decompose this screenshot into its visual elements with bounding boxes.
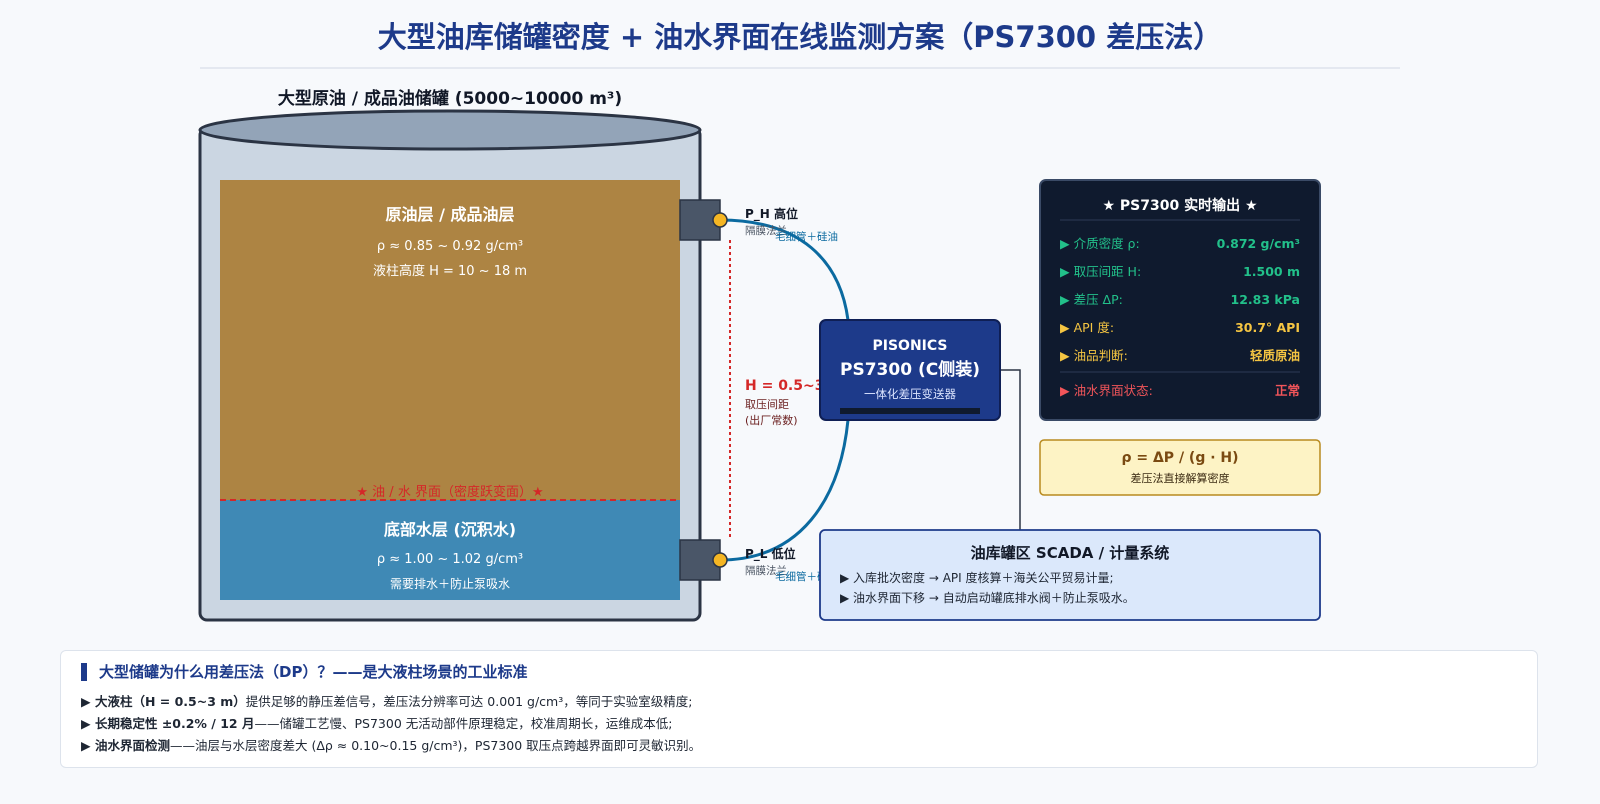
high-capillary-label: 毛细管＋硅油 xyxy=(775,230,838,243)
tank-roof xyxy=(198,109,702,151)
oil-layer-density: ρ ≈ 0.85 ~ 0.92 g/cm³ xyxy=(377,239,523,254)
why-dp-title: 大型储罐为什么用差压法（DP）？——是大液柱场景的工业标准 xyxy=(81,663,1517,681)
why-dp-point-1-bold: ▶ 大液柱（H = 0.5~3 m） xyxy=(81,694,246,709)
scada-box xyxy=(819,529,1321,621)
high-tap-flange-label: 隔膜法兰 xyxy=(745,224,787,237)
output-value-oil-type: 轻质原油 xyxy=(1250,348,1300,363)
output-value-density: 0.872 g/cm³ xyxy=(1217,236,1300,251)
transmitter-brand: PISONICS xyxy=(873,338,948,354)
output-value-spacing: 1.500 m xyxy=(1243,264,1300,279)
why-dp-point-3-bold: ▶ 油水界面检测 xyxy=(81,738,170,753)
output-value-dp: 12.83 kPa xyxy=(1231,292,1300,307)
output-panel-title: ★ PS7300 实时输出 ★ xyxy=(1102,197,1257,214)
formula-box xyxy=(1039,439,1321,496)
output-label-api: ▶ API 度: xyxy=(1060,320,1114,335)
transmitter-model: PS7300 (C侧装) xyxy=(840,359,980,380)
water-layer-density: ρ ≈ 1.00 ~ 1.02 g/cm³ xyxy=(377,552,523,567)
oil-layer-name: 原油层 / 成品油层 xyxy=(386,205,515,224)
transmitter-desc: 一体化差压变送器 xyxy=(864,387,956,401)
formula-equation: ρ = ΔP / (g · H) xyxy=(1121,450,1238,466)
why-dp-point-2: ▶ 长期稳定性 ±0.2% / 12 月——储罐工艺慢、PS7300 无活动部件… xyxy=(81,713,1517,735)
why-dp-point-2-bold: ▶ 长期稳定性 ±0.2% / 12 月 xyxy=(81,716,255,731)
output-label-density: ▶ 介质密度 ρ: xyxy=(1060,236,1140,251)
tap-spacing-desc2: (出厂常数) xyxy=(745,413,798,427)
why-dp-point-3-text: ——油层与水层密度差大 (Δρ ≈ 0.10~0.15 g/cm³)，PS730… xyxy=(169,738,702,753)
output-label-spacing: ▶ 取压间距 H: xyxy=(1060,264,1141,279)
oil-layer-height: 液柱高度 H = 10 ~ 18 m xyxy=(373,263,527,279)
low-tap-label: P_L 低位 xyxy=(745,546,796,562)
low-capillary-line xyxy=(719,419,850,562)
tank-title: 大型原油 / 成品油储罐 (5000~10000 m³) xyxy=(278,88,622,109)
formula-desc: 差压法直接解算密度 xyxy=(1131,471,1230,485)
high-capillary-line xyxy=(719,218,850,321)
why-dp-point-3: ▶ 油水界面检测——油层与水层密度差大 (Δρ ≈ 0.10~0.15 g/cm… xyxy=(81,735,1517,757)
output-label-dp: ▶ 差压 ΔP: xyxy=(1060,292,1123,307)
low-tap-point xyxy=(712,552,728,568)
oil-layer xyxy=(220,180,680,500)
water-layer-note: 需要排水＋防止泵吸水 xyxy=(390,576,510,591)
water-layer-name: 底部水层 (沉积水) xyxy=(384,520,516,539)
water-layer xyxy=(220,500,680,600)
scada-line-2: ▶ 油水界面下移 → 自动启动罐底排水阀＋防止泵吸水。 xyxy=(840,590,1135,605)
why-dp-point-1: ▶ 大液柱（H = 0.5~3 m）提供足够的静压差信号，差压法分辨率可达 0.… xyxy=(81,691,1517,713)
high-tap-label: P_H 高位 xyxy=(745,206,798,222)
transmitter-display-bar xyxy=(840,408,980,414)
high-tap-point xyxy=(712,212,728,228)
interface-label: ★ 油 / 水 界面（密度跃变面）★ xyxy=(356,484,543,500)
scada-line-1: ▶ 入库批次密度 → API 度核算＋海关公平贸易计量; xyxy=(840,570,1114,585)
output-panel xyxy=(1039,179,1321,421)
output-label-interface: ▶ 油水界面状态: xyxy=(1060,383,1153,398)
why-dp-point-1-text: 提供足够的静压差信号，差压法分辨率可达 0.001 g/cm³，等同于实验室级精… xyxy=(245,694,693,709)
output-value-api: 30.7° API xyxy=(1235,320,1300,335)
output-label-oil-type: ▶ 油品判断: xyxy=(1060,348,1128,363)
output-value-interface: 正常 xyxy=(1275,383,1300,398)
tap-spacing-desc1: 取压间距 xyxy=(745,398,789,411)
low-tap-flange-label: 隔膜法兰 xyxy=(745,564,787,577)
scada-title: 油库罐区 SCADA / 计量系统 xyxy=(971,544,1170,562)
transmitter-box xyxy=(819,319,1001,421)
page-title: 大型油库储罐密度 + 油水界面在线监测方案（PS7300 差压法） xyxy=(378,20,1222,54)
why-dp-panel: 大型储罐为什么用差压法（DP）？——是大液柱场景的工业标准 ▶ 大液柱（H = … xyxy=(60,650,1538,768)
why-dp-point-2-text: ——储罐工艺慢、PS7300 无活动部件原理稳定，校准周期长，运维成本低; xyxy=(254,716,673,731)
signal-wire xyxy=(1000,369,1021,570)
